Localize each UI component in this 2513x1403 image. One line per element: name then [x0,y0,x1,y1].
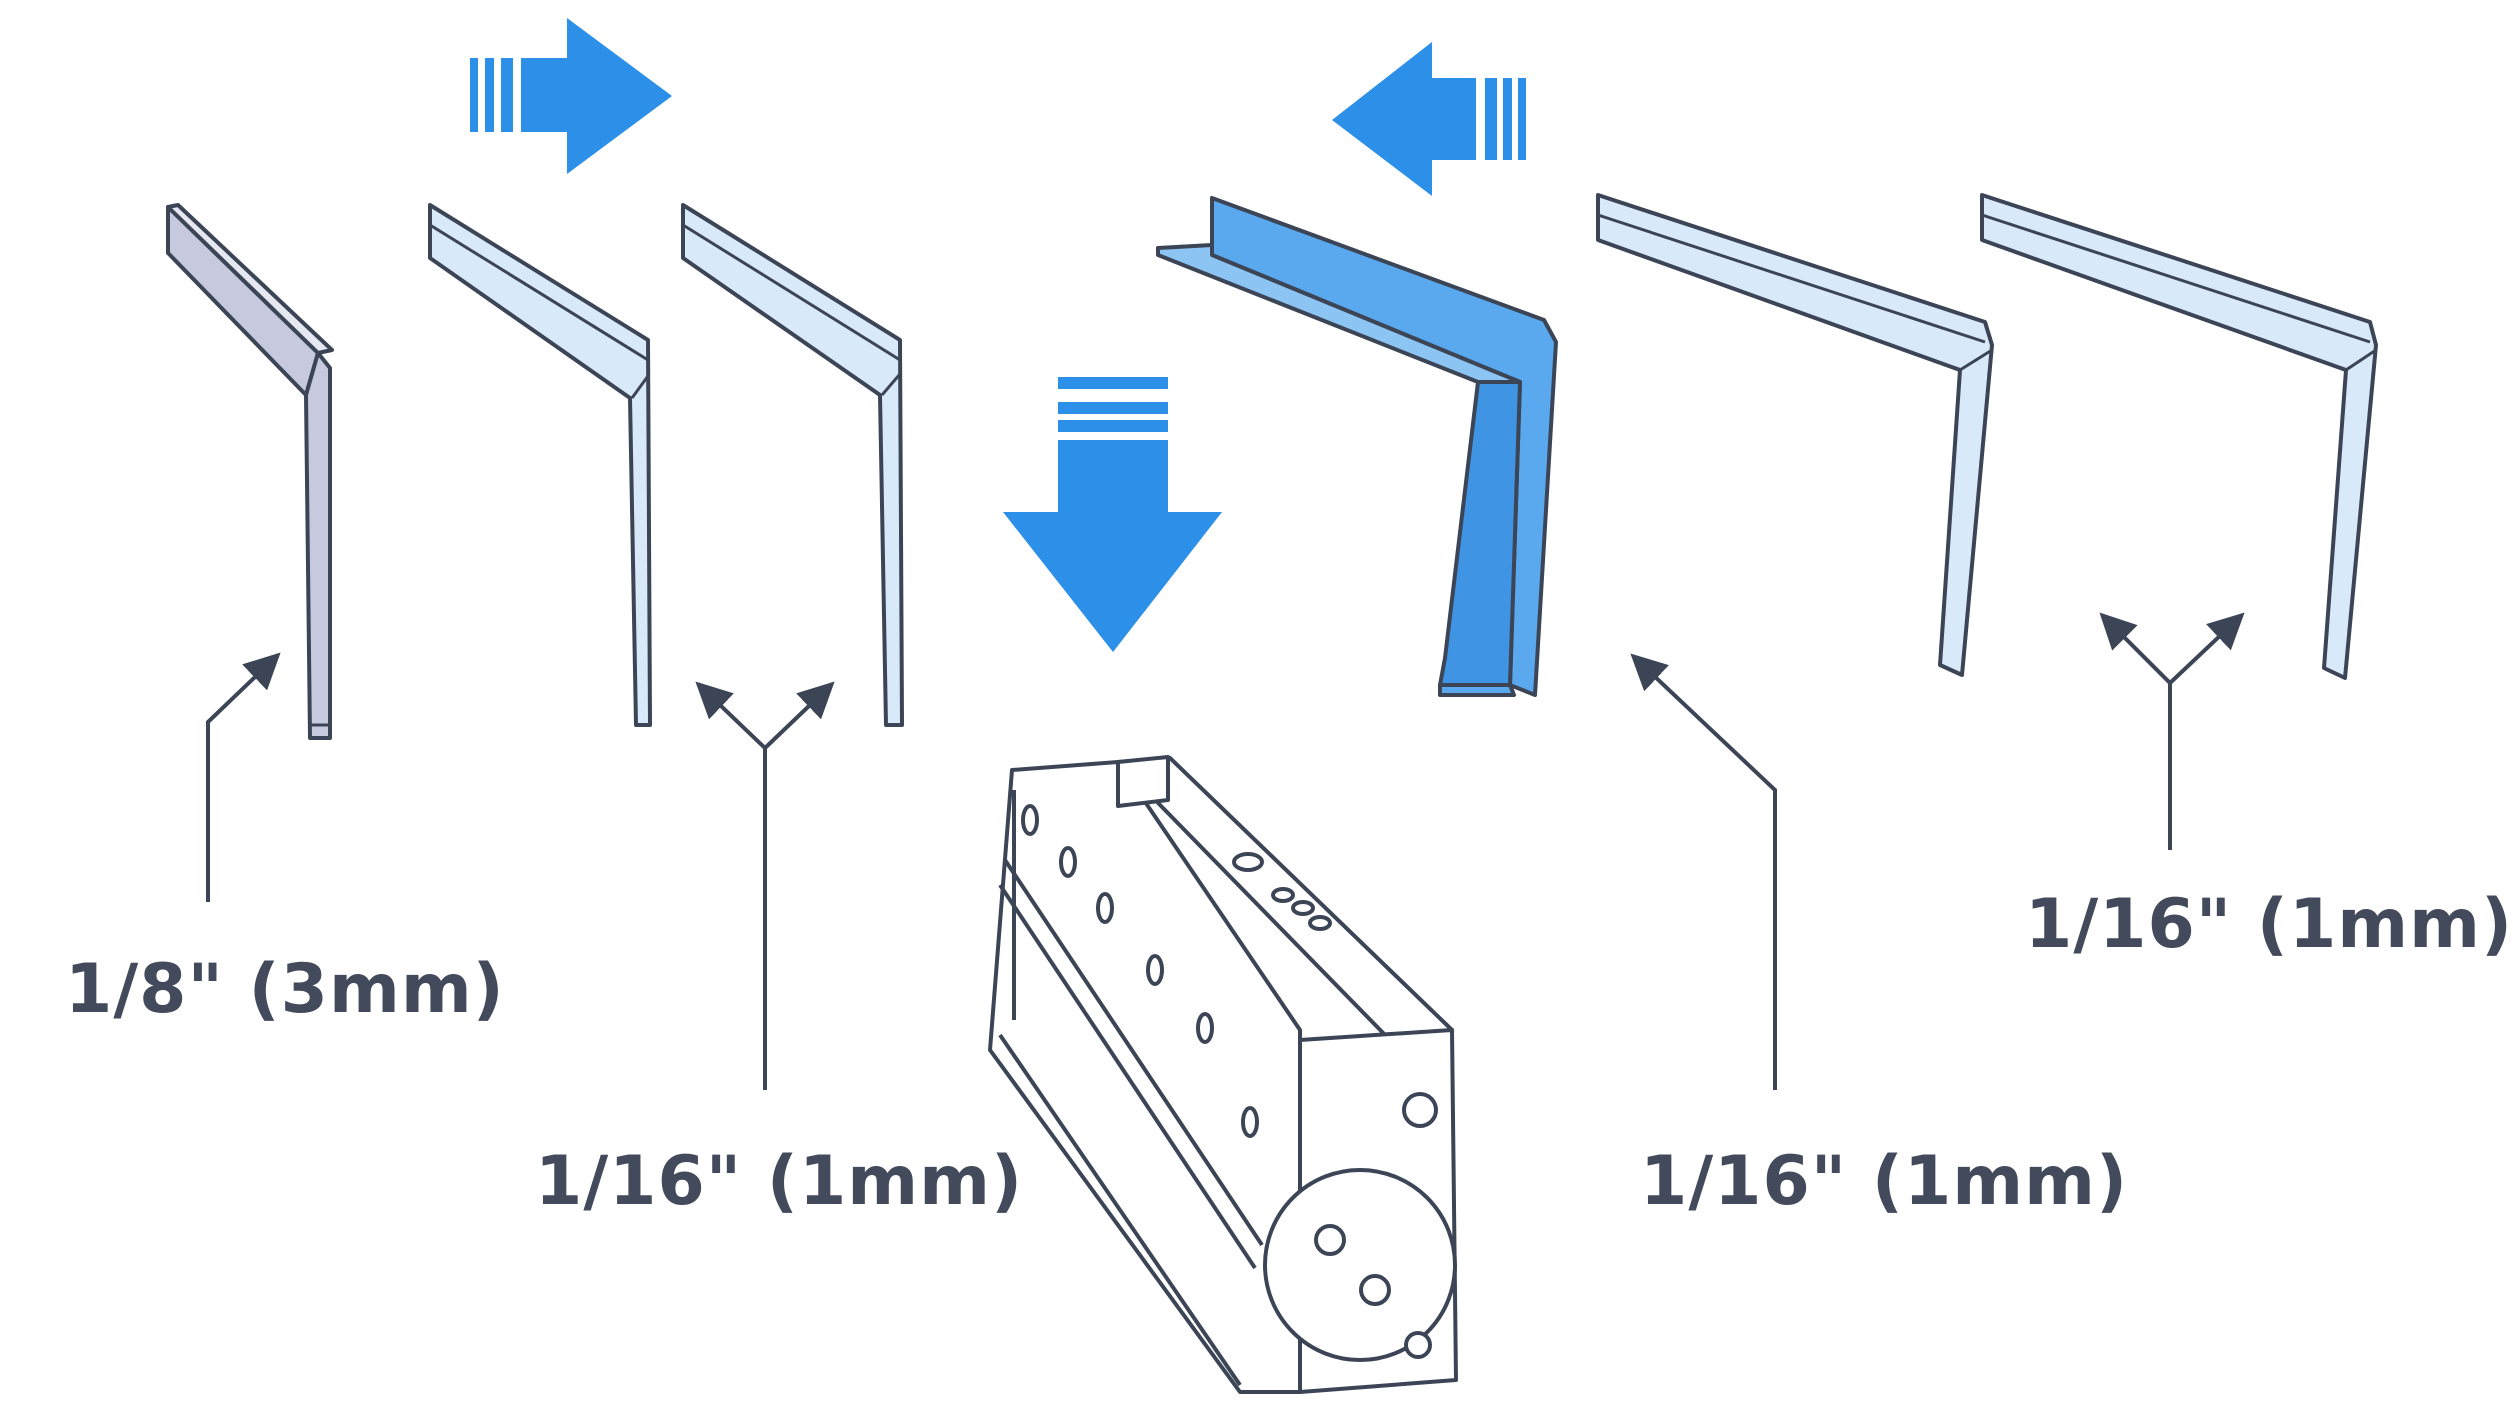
thin-plate-icon [428,203,652,727]
diagram-canvas [166,18,2378,1394]
linear-actuator-icon [988,755,1458,1394]
thickness-label-thin-plate-right: 1/16" (1mm) [1640,1142,2129,1221]
thickness-label-thick-plate: 1/8" (3mm) [65,950,505,1029]
arrow-left-icon [1332,42,1526,196]
thin-plate-icon [681,203,904,727]
thickness-label-thin-plates-left: 1/16" (1mm) [535,1142,1024,1221]
arrow-down-icon [1003,377,1222,652]
arrow-right-icon [470,18,672,174]
thin-plate-icon [1596,193,1994,677]
leader-lines [206,612,2245,1090]
thin-plate-icon [1980,193,2378,680]
thickness-label-thin-plates-far-right: 1/16" (1mm) [2025,885,2513,964]
thick-plate-icon [166,203,334,740]
angle-plate-icon [1156,196,1558,697]
